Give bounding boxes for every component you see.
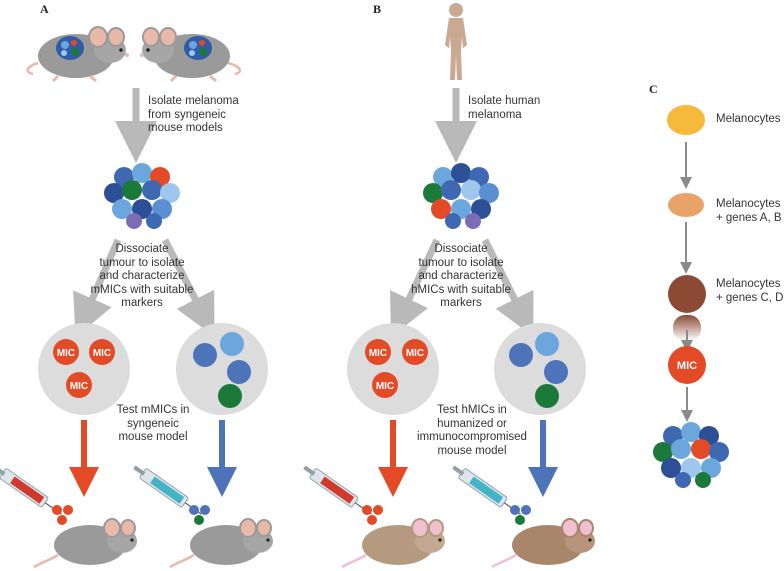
- recipient-mouse-a-left: [33, 518, 137, 569]
- mic-label-b1: MIC: [369, 348, 387, 359]
- recipient-mouse-b-left: [341, 518, 445, 569]
- panel-label-a: A: [40, 2, 49, 16]
- tumour-cluster-b: [423, 163, 499, 229]
- mic-label-b2: MIC: [406, 348, 424, 359]
- transition-gradient: [673, 315, 701, 341]
- mic-label-a3: MIC: [70, 381, 88, 392]
- tumour-cluster-a: [104, 163, 180, 229]
- panel-label-b: B: [373, 2, 382, 16]
- melanocyte-stage-2: [668, 193, 704, 217]
- stage2-label-c: Melanocytes+ genes A, B: [716, 198, 782, 224]
- recipient-mouse-b-right: [491, 518, 595, 569]
- recipient-mouse-a-right: [169, 518, 273, 569]
- arrow-split-right-a: [161, 238, 215, 337]
- mic-cells-injected-b: [362, 505, 383, 525]
- non-mic-cells-injected-a: [189, 505, 210, 525]
- arrow-split-right-b: [481, 238, 534, 337]
- melanocyte-stage-1: [667, 105, 705, 135]
- syringe-blue-icon: [133, 465, 202, 515]
- mic-cell-c: [668, 346, 706, 384]
- syringe-blue-b-icon: [452, 465, 521, 515]
- mic-label-b3: MIC: [376, 381, 394, 392]
- mic-population-a: [38, 323, 130, 415]
- stage3-label-c: Melanocytes+ genes C, D: [716, 278, 784, 304]
- mic-label-c: MIC: [677, 360, 697, 372]
- mouse-with-melanoma-left: [26, 26, 129, 83]
- mic-label-a2: MIC: [93, 348, 111, 359]
- panel-label-c: C: [649, 82, 658, 96]
- mouse-with-melanoma-right: [140, 27, 242, 83]
- human-figure-icon: [445, 3, 467, 80]
- arrow-split-left-a: [73, 238, 122, 338]
- melanocyte-stage-3: [668, 275, 706, 313]
- tumour-cluster-c: [653, 422, 729, 488]
- non-mic-population-a: [176, 323, 268, 415]
- non-mic-population-b: [494, 323, 586, 415]
- non-mic-cells-injected-b: [510, 505, 531, 525]
- mic-cells-injected-a: [52, 505, 73, 525]
- arrow-split-left-b: [390, 238, 441, 337]
- stage1-label-c: Melanocytes: [716, 113, 781, 125]
- mic-population-b: [347, 323, 439, 415]
- syringe-red-b-icon: [303, 465, 372, 515]
- mic-label-a1: MIC: [57, 348, 75, 359]
